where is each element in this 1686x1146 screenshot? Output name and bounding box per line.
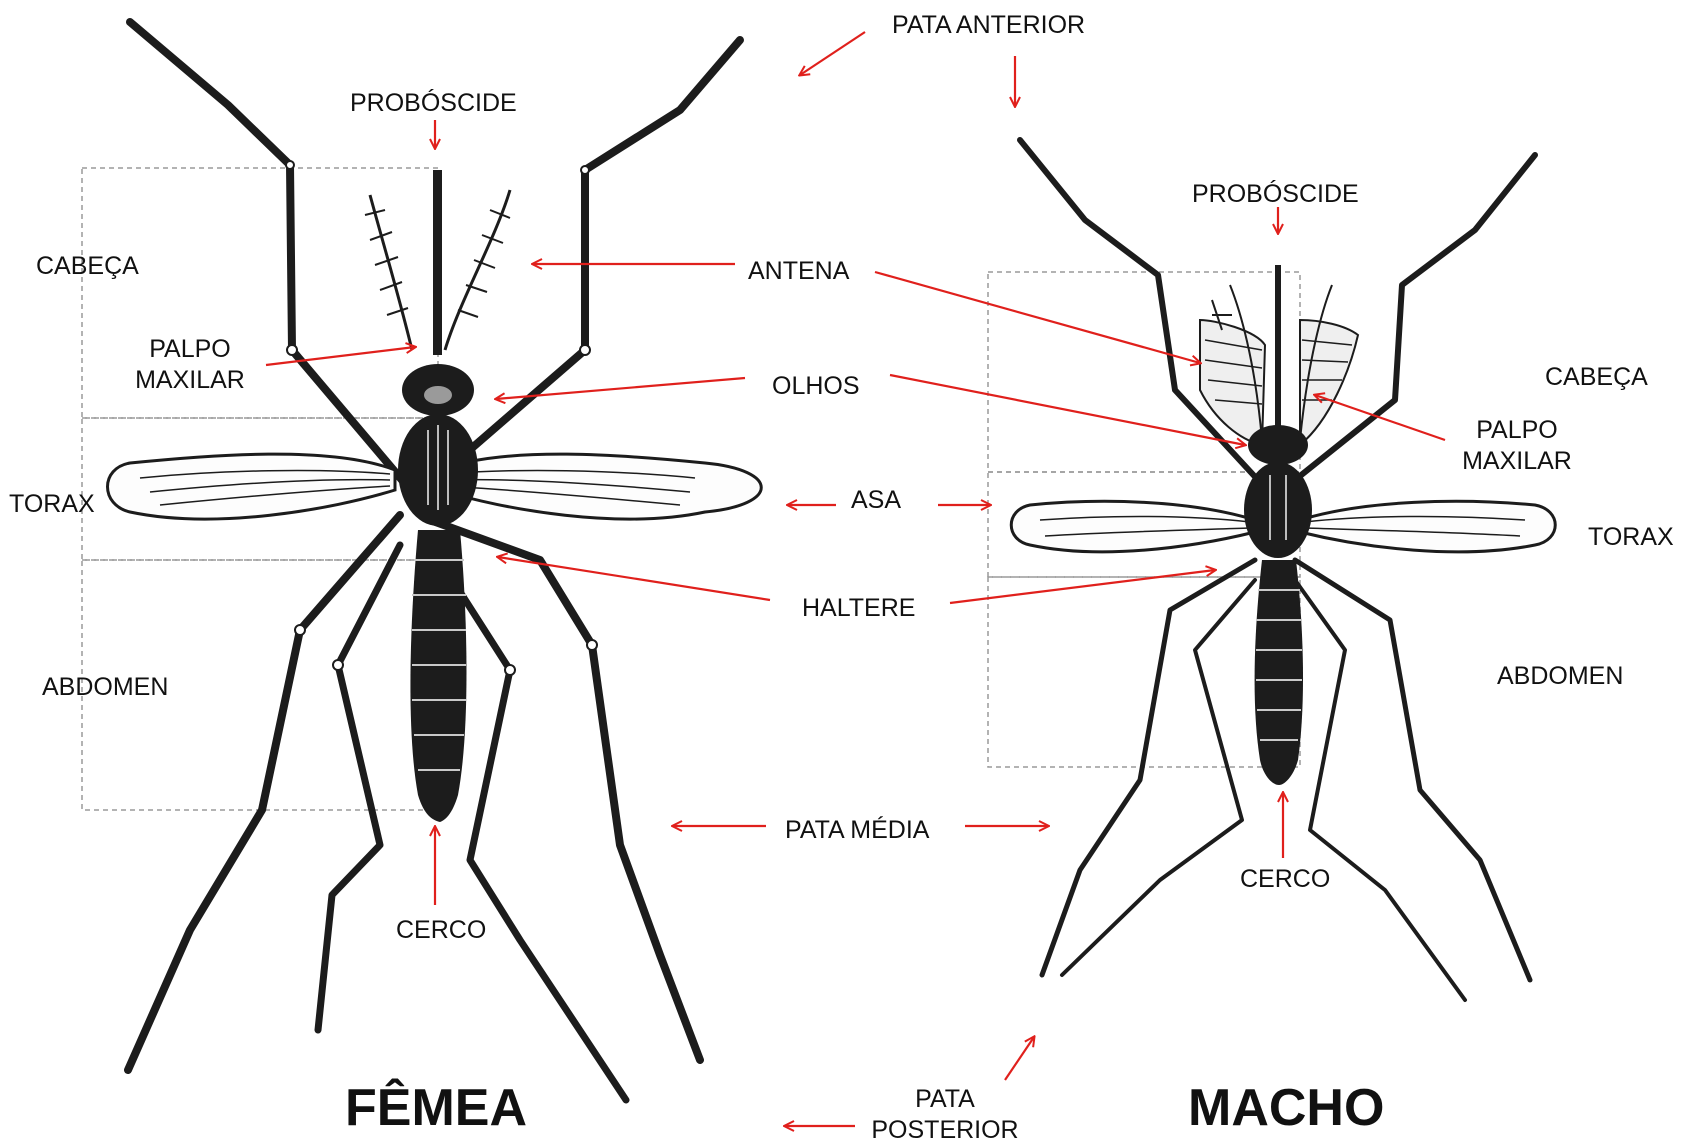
label-head-male: CABEÇA [1545, 362, 1648, 393]
label-front-leg: PATA ANTERIOR [892, 10, 1085, 41]
male-head [1248, 425, 1308, 465]
label-hind-leg-line1: PATA [870, 1084, 1020, 1115]
arrow-haltere-male [950, 570, 1215, 603]
female-abdomen [410, 530, 466, 822]
male-wing-right [1300, 501, 1555, 552]
label-proboscis-female: PROBÓSCIDE [350, 88, 517, 119]
label-palp-male-line1: PALPO [1442, 415, 1592, 446]
female-proboscis [433, 170, 442, 355]
male-proboscis [1275, 265, 1281, 435]
male-thorax [1244, 462, 1312, 558]
label-thorax-female: TORAX [9, 489, 95, 520]
male-abdomen [1255, 560, 1303, 785]
label-eyes: OLHOS [772, 371, 860, 402]
female-wing-right [440, 454, 761, 519]
label-cercus-male: CERCO [1240, 864, 1330, 895]
label-palp-female: PALPO MAXILAR [115, 334, 265, 396]
label-palp-female-line2: MAXILAR [115, 365, 265, 396]
female-middle-leg-left [128, 515, 400, 1070]
male-hind-leg-right [1295, 580, 1465, 1000]
label-proboscis-male: PROBÓSCIDE [1192, 179, 1359, 210]
label-abdomen-male: ABDOMEN [1497, 661, 1623, 692]
arrow-haltere-female [498, 557, 770, 600]
label-abdomen-female: ABDOMEN [42, 672, 168, 703]
label-antenna: ANTENA [748, 256, 849, 287]
label-haltere: HALTERE [802, 593, 915, 624]
label-thorax-male: TORAX [1588, 522, 1674, 553]
label-palp-male: PALPO MAXILAR [1442, 415, 1592, 477]
label-cercus-female: CERCO [396, 915, 486, 946]
label-head-female: CABEÇA [36, 251, 139, 282]
male-wing-left [1011, 501, 1255, 552]
male-hind-leg-left [1062, 580, 1255, 975]
label-hind-leg-line2: POSTERIOR [870, 1115, 1020, 1146]
label-palp-male-line2: MAXILAR [1442, 446, 1592, 477]
arrow-eyes-female [496, 378, 745, 399]
arrow-antenna-male [875, 272, 1200, 363]
female-middle-leg-right [430, 520, 700, 1060]
title-female: FÊMEA [345, 1080, 527, 1136]
arrow-hind-leg-male [1005, 1037, 1034, 1080]
label-middle-leg: PATA MÉDIA [785, 815, 929, 846]
arrow-front-leg-female [800, 32, 865, 75]
label-palp-female-line1: PALPO [115, 334, 265, 365]
label-hind-leg: PATA POSTERIOR [870, 1084, 1020, 1146]
title-male: MACHO [1188, 1080, 1384, 1136]
female-hind-leg-left [318, 545, 400, 1030]
arrow-palp-male [1315, 395, 1445, 440]
label-wing: ASA [851, 485, 901, 516]
female-wing-left [108, 454, 396, 519]
male-middle-leg-right [1295, 560, 1530, 980]
